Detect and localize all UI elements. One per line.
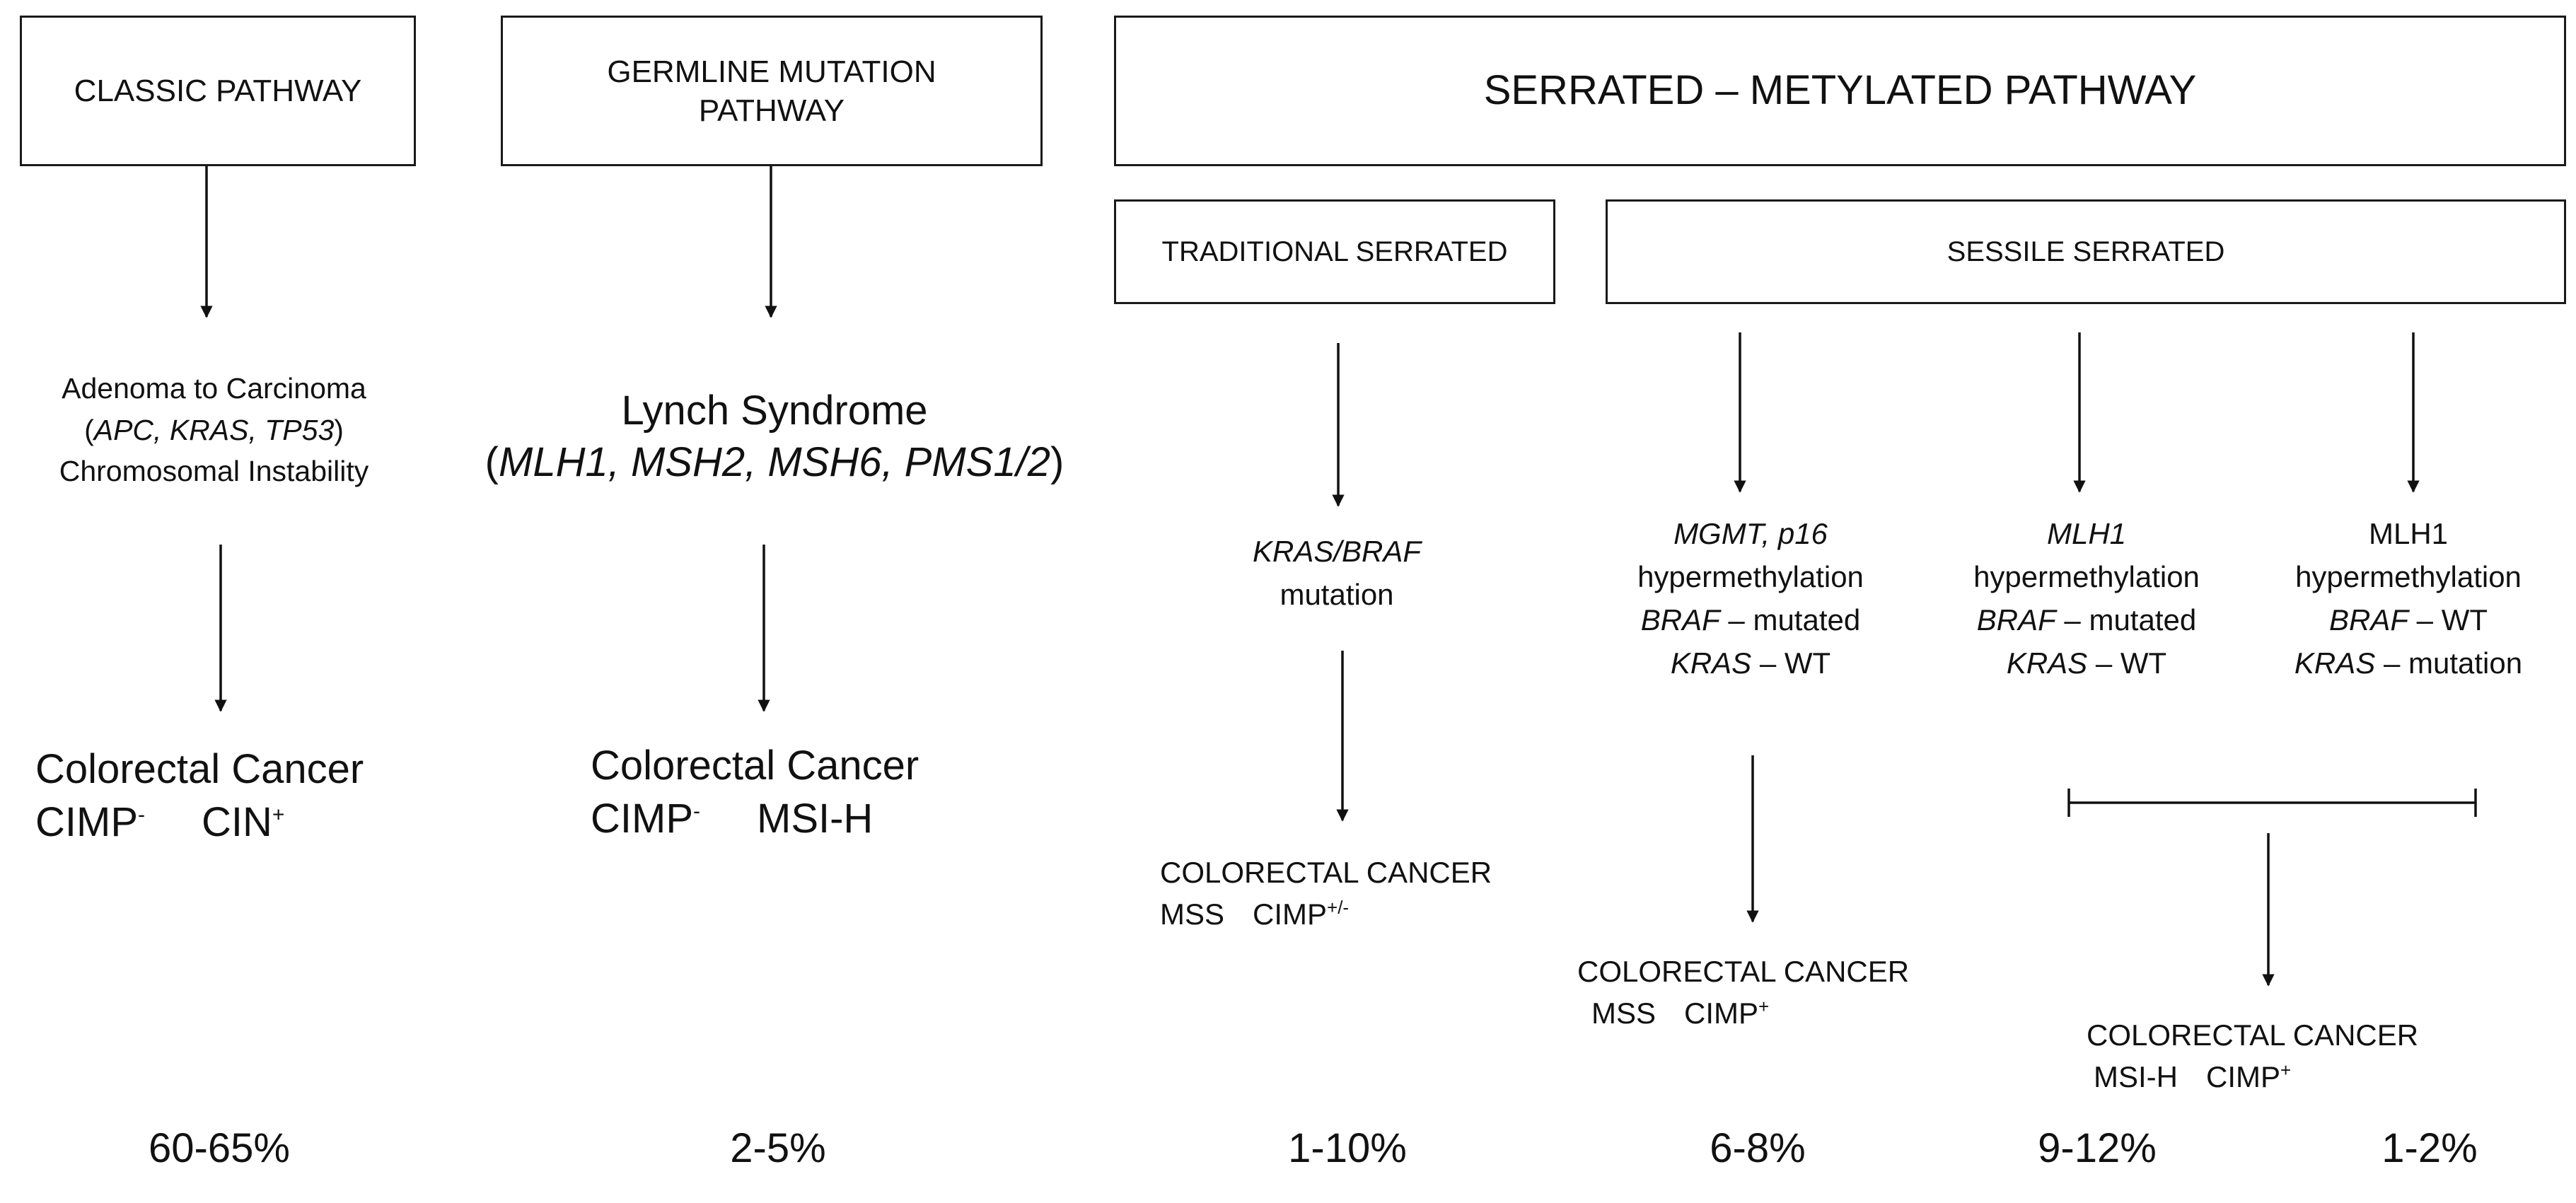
percentage-classic: 60-65%	[149, 1125, 290, 1171]
traditional-serrated-label: TRADITIONAL SERRATED	[1161, 236, 1508, 267]
traditional-serrated-box: TRADITIONAL SERRATED	[1114, 199, 1555, 304]
percentage-lynch: 2-5%	[730, 1125, 826, 1171]
classic-pathway-box: CLASSIC PATHWAY	[20, 16, 416, 166]
serrated-pathway-label: SERRATED – METYLATED PATHWAY	[1483, 67, 2197, 114]
serrated-pathway-box: SERRATED – METYLATED PATHWAY	[1114, 16, 2566, 166]
classic-result: Colorectal Cancer CIMP-CIN+	[35, 746, 364, 846]
traditional-mechanism: KRAS/BRAF mutation	[1167, 530, 1507, 617]
germline-pathway-label-2: PATHWAY	[698, 93, 845, 128]
traditional-genes: KRAS/BRAF	[1252, 535, 1422, 568]
classic-mechanism: Adenoma to Carcinoma (APC, KRAS, TP53) C…	[59, 372, 369, 488]
percentage-sessile-c: 1-2%	[2381, 1125, 2478, 1171]
lynch-mechanism: Lynch Syndrome (MLH1, MSH2, MSH6, PMS1/2…	[485, 388, 1064, 485]
lynch-genes: MLH1, MSH2, MSH6, PMS1/2	[499, 438, 1050, 485]
sessile-c-mechanism: MLH1 hypermethylation BRAF – WT KRAS – m…	[2294, 517, 2523, 680]
lynch-result: Colorectal Cancer CIMP-MSI-H	[591, 743, 919, 842]
classic-genes: APC, KRAS, TP53	[93, 413, 335, 446]
sessile-b-mechanism: MLH1 hypermethylation BRAF – mutated KRA…	[1924, 513, 2249, 685]
germline-pathway-box: GERMLINE MUTATION PATHWAY	[501, 16, 1043, 166]
sessile-b-genes: MLH1	[2046, 517, 2127, 550]
percentage-sessile-a: 6-8%	[1710, 1125, 1806, 1171]
sessile-a-genes: MGMT, p16	[1673, 517, 1828, 550]
germline-pathway-label-1: GERMLINE MUTATION	[607, 54, 936, 89]
sessile-a-mechanism: MGMT, p16 hypermethylation BRAF – mutate…	[1584, 513, 1917, 685]
percentage-traditional: 1-10%	[1288, 1125, 1407, 1171]
sessile-serrated-box: SESSILE SERRATED	[1606, 199, 2566, 304]
percentage-sessile-b: 9-12%	[2038, 1125, 2157, 1171]
classic-pathway-label: CLASSIC PATHWAY	[74, 74, 362, 108]
sessile-serrated-label: SESSILE SERRATED	[1946, 236, 2225, 267]
